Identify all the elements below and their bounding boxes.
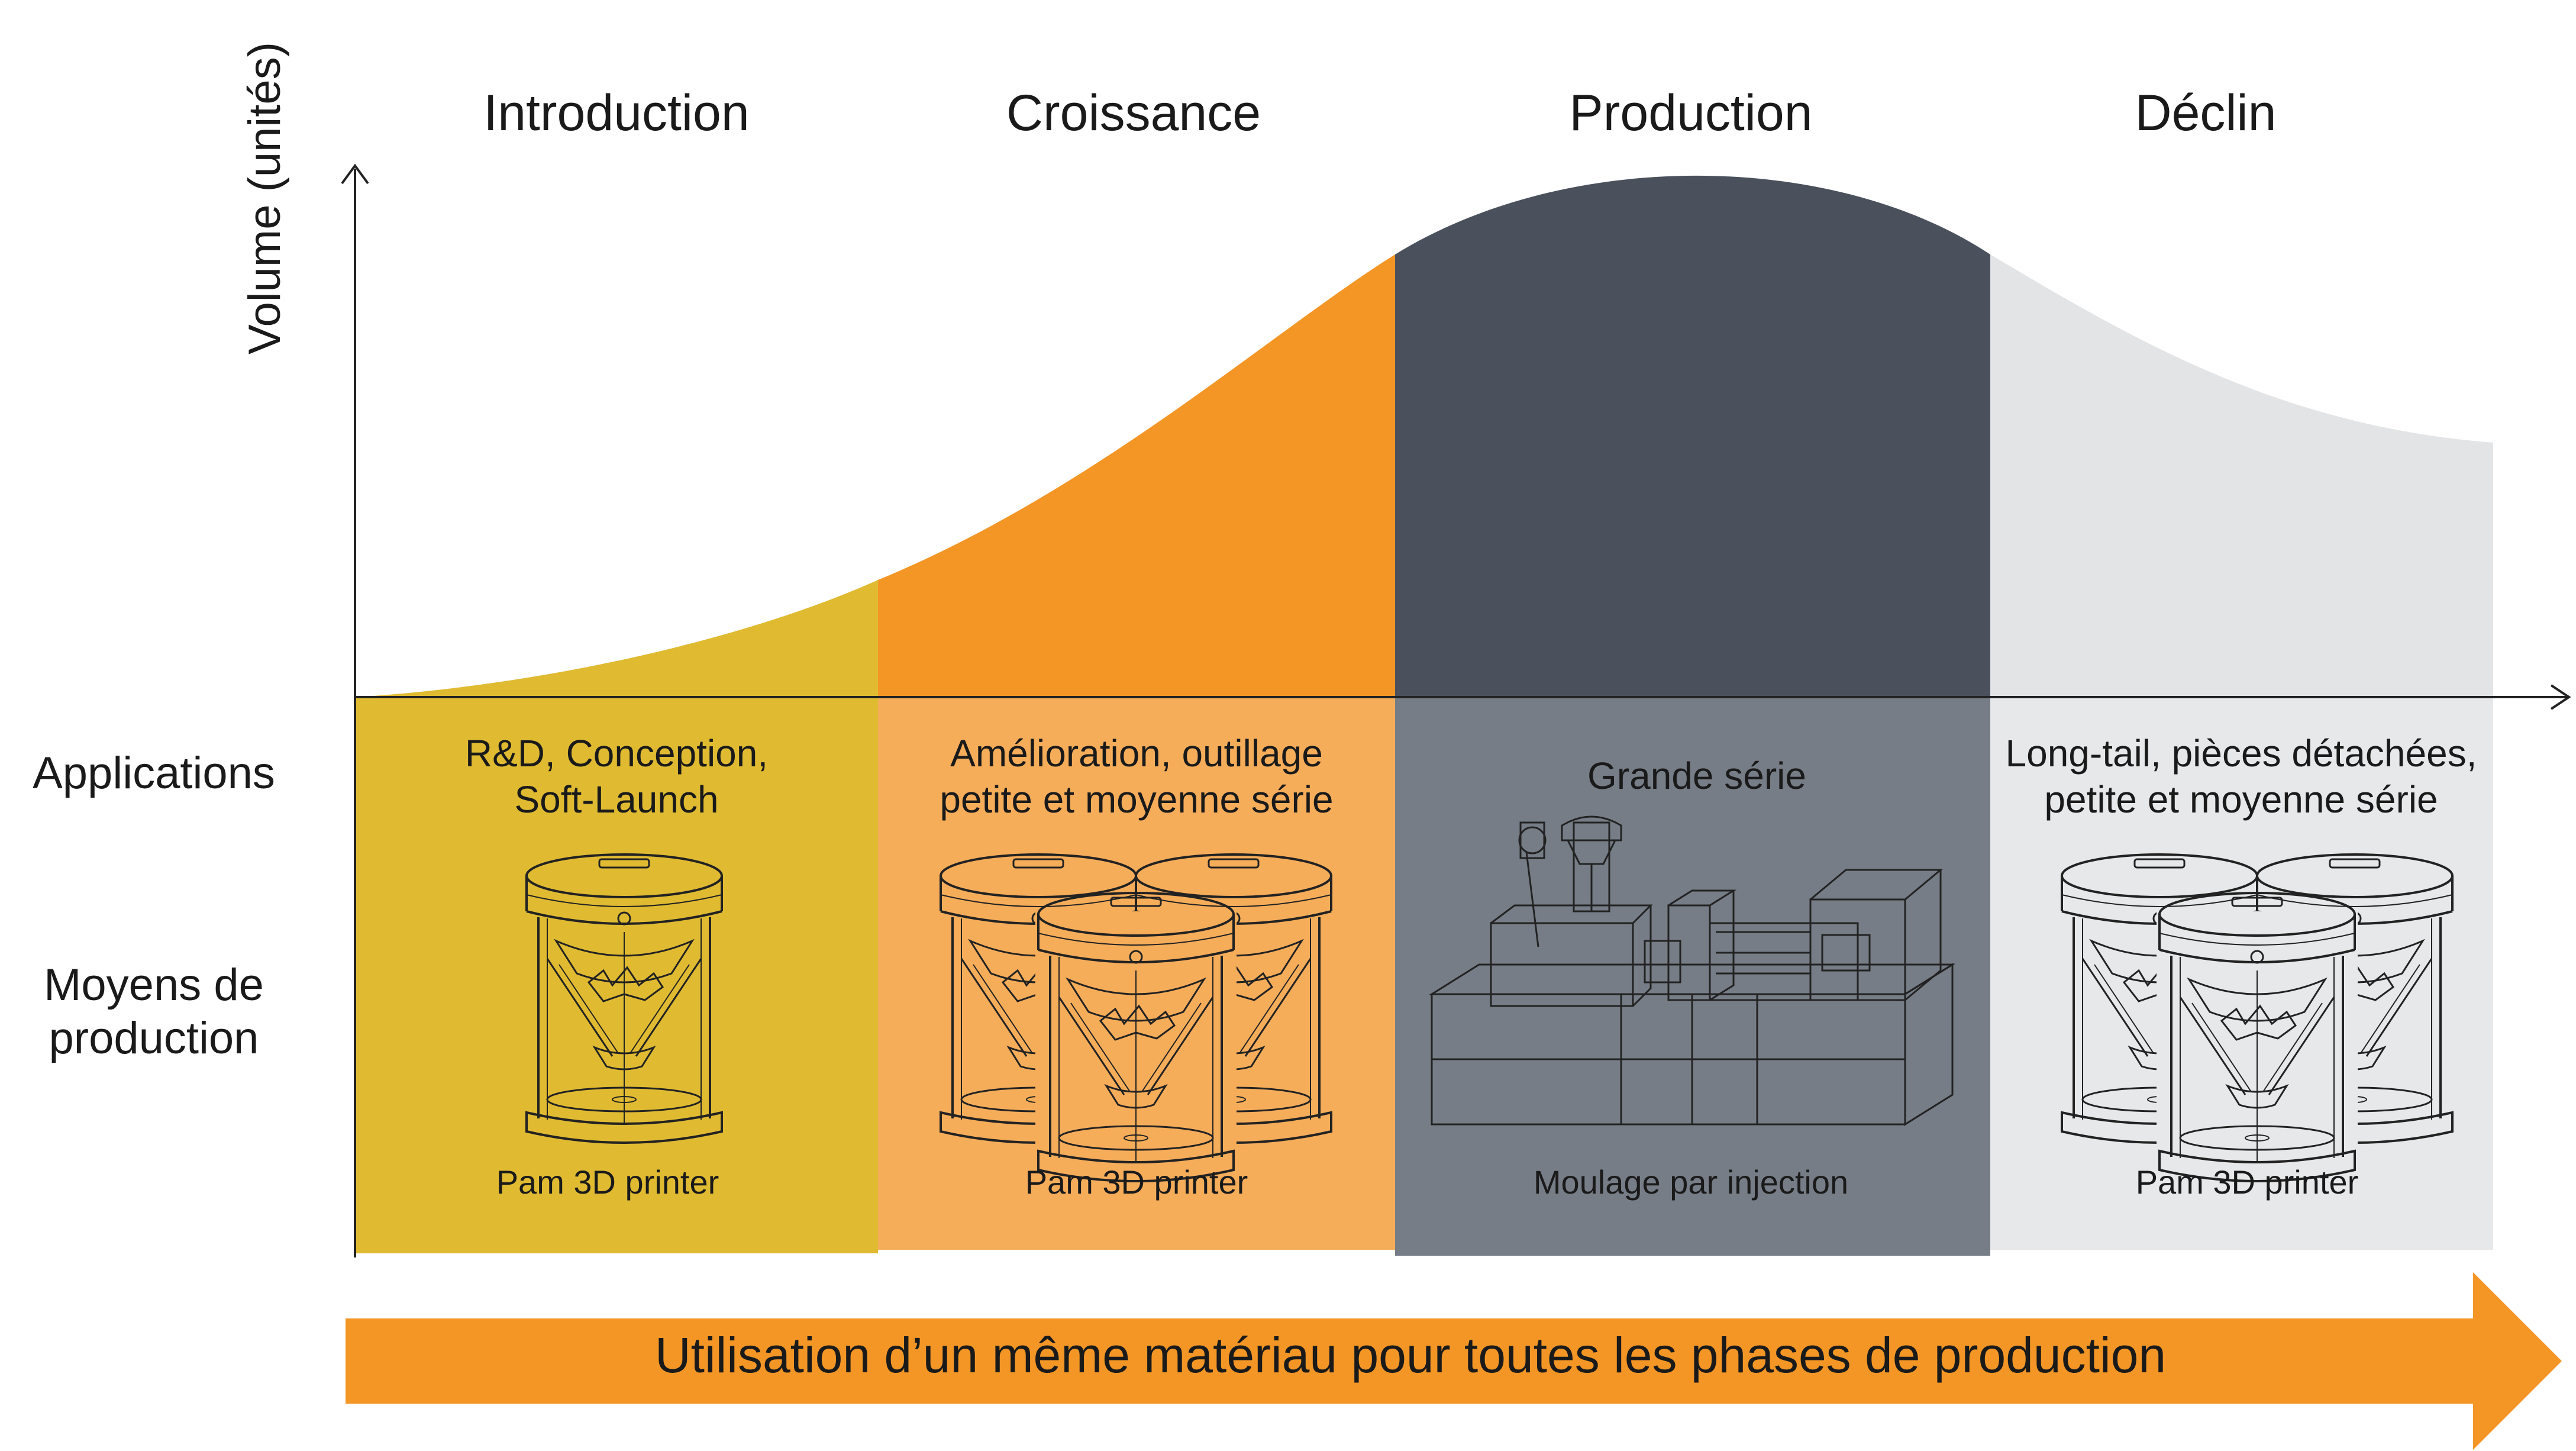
curve-area-croissance <box>878 254 1395 697</box>
y-axis <box>341 163 369 1257</box>
phase-title-introduction: Introduction <box>483 85 750 141</box>
machine-label-production: Moulage par injection <box>1533 1163 1849 1201</box>
phase-title-croissance: Croissance <box>1006 85 1261 141</box>
curve-area-production <box>1395 175 1990 697</box>
application-text-introduction: R&D, Conception, Soft-Launch <box>359 730 874 823</box>
row-label-applications: Applications <box>33 748 275 798</box>
machine-label-croissance: Pam 3D printer <box>1025 1163 1248 1201</box>
material-banner-text: Utilisation d’un même matériau pour tout… <box>654 1327 2167 1383</box>
row-label-means-of-production: Moyens de production <box>0 959 308 1065</box>
three-3d-printers-icon <box>2061 853 2454 1182</box>
three-3d-printers-icon <box>940 853 1332 1182</box>
machine-label-declin: Pam 3D printer <box>2135 1163 2359 1201</box>
material-arrow-banner <box>346 1272 2562 1450</box>
panel-introduction <box>355 698 878 1253</box>
curve-area-declin <box>1990 254 2493 697</box>
application-line: petite et moyenne série <box>2044 778 2438 821</box>
application-text-declin: Long-tail, pièces détachées, petite et m… <box>1984 730 2498 823</box>
application-line: Amélioration, outillage <box>950 732 1323 775</box>
application-text-production: Grande série <box>1439 753 1954 799</box>
application-line: petite et moyenne série <box>940 778 1334 821</box>
row-label-means-line-2: production <box>49 1013 259 1063</box>
curve-area-introduction <box>355 580 878 697</box>
panel-production <box>1395 698 1990 1256</box>
application-line: Grande série <box>1587 754 1806 797</box>
application-line: R&D, Conception, <box>464 732 769 775</box>
application-text-croissance: Amélioration, outillage petite et moyenn… <box>879 730 1394 823</box>
application-line: Soft-Launch <box>514 778 719 821</box>
y-axis-label: Volume (unités) <box>240 41 290 355</box>
machine-label-introduction: Pam 3D printer <box>496 1163 719 1201</box>
phase-title-declin: Déclin <box>2135 85 2277 141</box>
row-label-means-line-1: Moyens de <box>44 960 264 1010</box>
phase-title-production: Production <box>1569 85 1813 141</box>
application-line: Long-tail, pièces détachées, <box>2005 732 2477 775</box>
injection-molding-machine-icon <box>1428 815 1956 1126</box>
x-axis <box>355 684 2571 710</box>
